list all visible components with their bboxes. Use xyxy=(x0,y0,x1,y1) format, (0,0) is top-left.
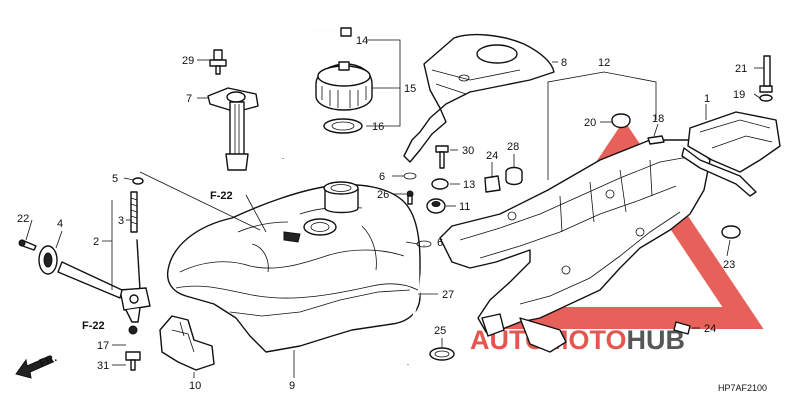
leader-lines xyxy=(25,39,764,378)
callout-14: 14 xyxy=(356,35,368,47)
fuel-tank xyxy=(166,181,421,353)
callout-9: 9 xyxy=(289,380,295,392)
front-direction-arrow-icon xyxy=(15,355,54,379)
callout-27: 27 xyxy=(442,289,454,301)
callout-18: 18 xyxy=(652,113,664,125)
callout-5: 5 xyxy=(112,173,118,185)
callout-23: 23 xyxy=(723,259,735,271)
control-unit xyxy=(611,55,781,239)
diagram-code: HP7AF2100 xyxy=(718,383,767,393)
reference-f22-lower: F-22 xyxy=(82,320,105,332)
bolt-17 xyxy=(128,325,138,335)
callout-24-lower: 24 xyxy=(704,323,716,335)
clamp-10 xyxy=(159,315,215,371)
callout-19: 19 xyxy=(733,89,745,101)
callout-7: 7 xyxy=(186,93,192,105)
callout-3: 3 xyxy=(118,215,124,227)
callout-8: 8 xyxy=(561,57,567,69)
callout-29: 29 xyxy=(182,55,194,67)
clip-6a xyxy=(403,172,417,180)
callout-12: 12 xyxy=(598,57,610,69)
rear-frame xyxy=(439,139,711,353)
callout-16: 16 xyxy=(372,121,384,133)
callout-22: 22 xyxy=(17,213,29,225)
clip-24b xyxy=(673,321,691,335)
tab-18 xyxy=(647,135,665,145)
callout-17: 17 xyxy=(97,340,109,352)
o-ring xyxy=(132,177,144,185)
callout-2: 2 xyxy=(93,236,99,248)
callout-15: 15 xyxy=(404,83,416,95)
callout-11: 11 xyxy=(459,201,470,213)
reference-f22-upper: F-22 xyxy=(210,190,233,202)
callout-13: 13 xyxy=(463,179,475,191)
callout-26: 26 xyxy=(377,189,389,201)
callout-labels: 1 2 3 4 5 6 6 7 8 9 10 11 12 13 14 15 16… xyxy=(17,35,747,392)
cap-20 xyxy=(611,113,631,129)
grommet-13 xyxy=(431,178,449,190)
washer-19 xyxy=(759,94,773,102)
callout-10: 10 xyxy=(189,380,201,392)
grommet-23 xyxy=(721,225,741,239)
front-marker-label: FR. xyxy=(38,352,59,370)
clip-24a xyxy=(484,175,501,193)
callout-1: 1 xyxy=(704,93,710,105)
fasteners-center xyxy=(403,145,523,214)
callout-4: 4 xyxy=(57,218,63,230)
callout-25: 25 xyxy=(434,325,446,337)
bolt-21 xyxy=(759,85,773,93)
callout-28: 28 xyxy=(507,141,519,153)
callout-30: 30 xyxy=(462,145,474,157)
callout-24-upper: 24 xyxy=(486,150,498,162)
hose-clamp-25 xyxy=(429,347,455,361)
callout-6-upper: 6 xyxy=(379,171,385,183)
fuel-cap xyxy=(315,61,373,134)
grommet-28 xyxy=(505,166,523,186)
callout-31: 31 xyxy=(97,360,109,372)
callout-21: 21 xyxy=(735,63,747,75)
fuel-cock-assembly xyxy=(18,177,151,371)
fuel-cock-lever xyxy=(57,261,123,299)
callout-6-lower: 6 xyxy=(437,237,443,249)
tank-cover xyxy=(403,33,555,163)
callout-20: 20 xyxy=(584,117,596,129)
fuel-pump-unit xyxy=(207,49,259,171)
bolt-30 xyxy=(435,145,449,153)
bolt-31 xyxy=(125,351,141,361)
breather-hose xyxy=(282,27,352,159)
cap-gasket xyxy=(323,118,363,134)
